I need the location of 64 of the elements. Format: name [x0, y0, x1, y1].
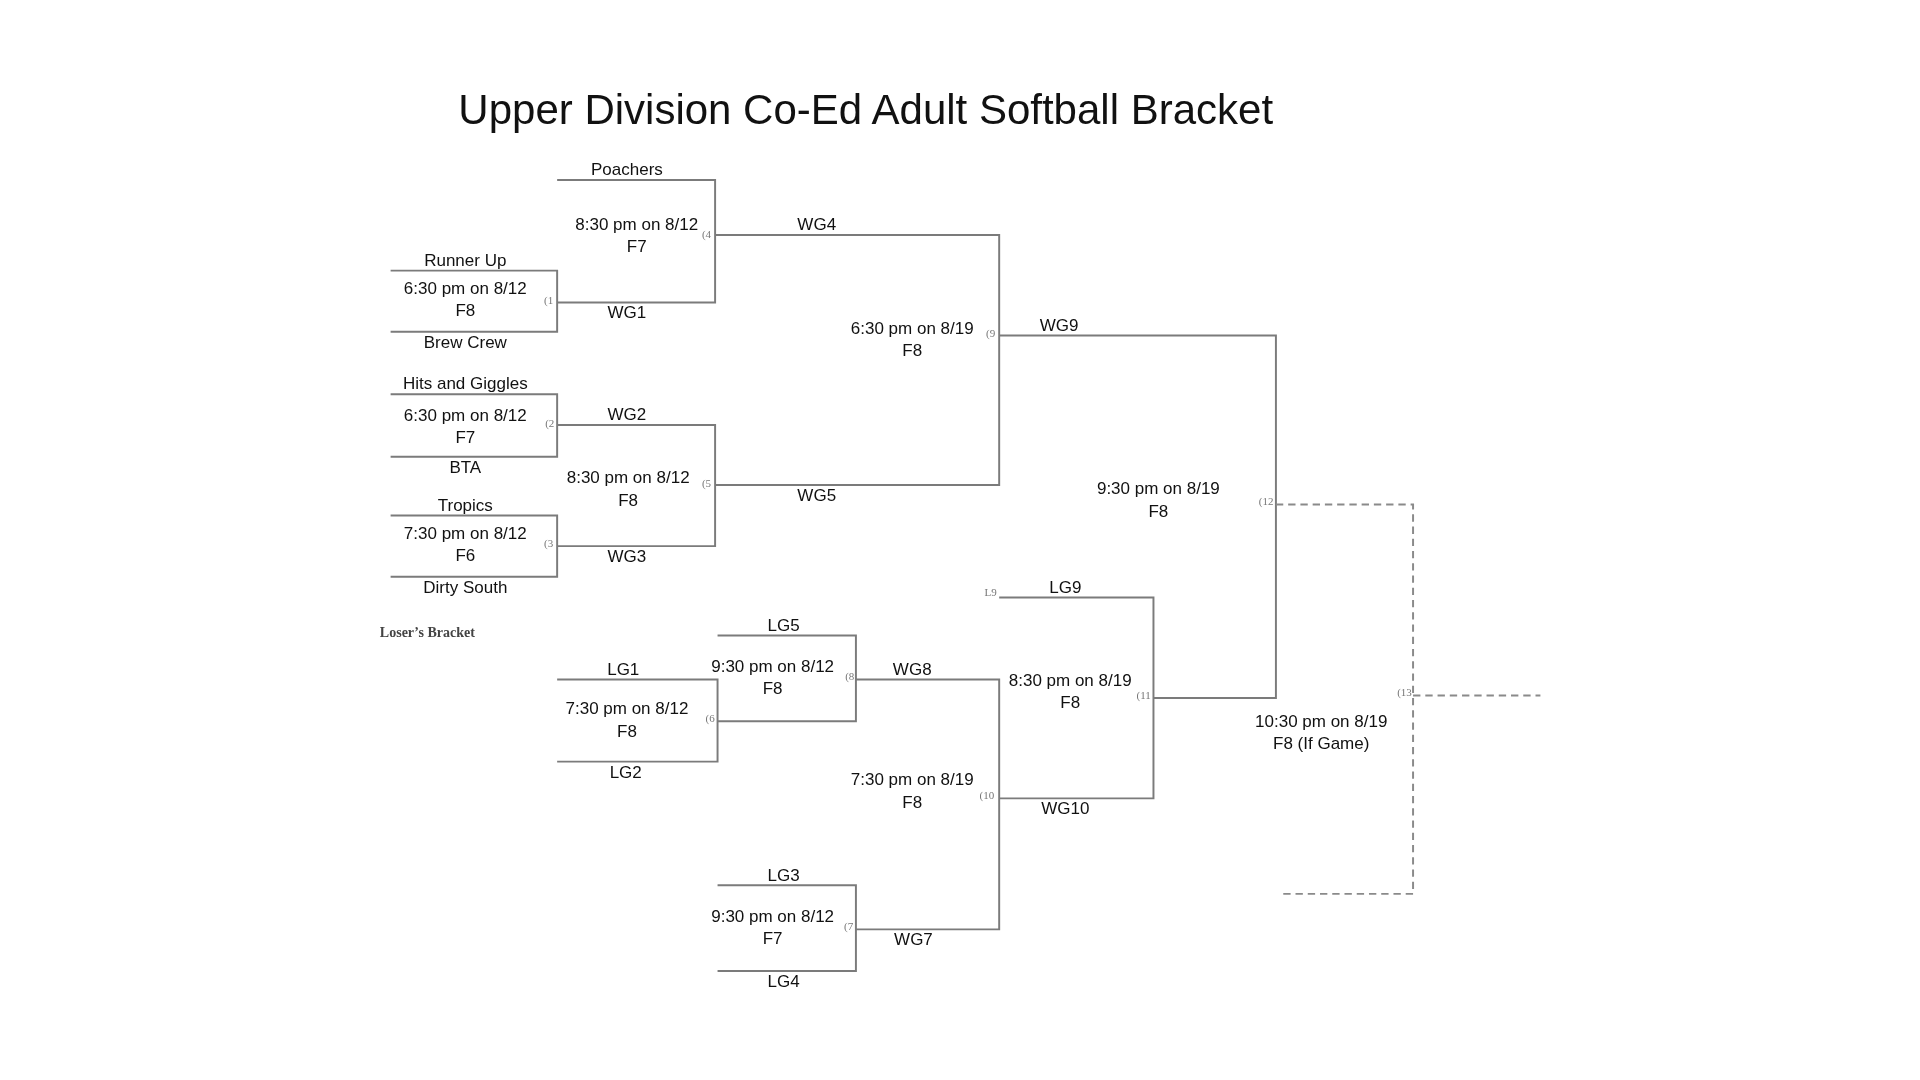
field-label: F8 — [1148, 502, 1169, 521]
field-label: F8 — [762, 680, 783, 699]
game-number: (1 — [544, 295, 554, 307]
winner-slot-label: WG3 — [607, 548, 647, 567]
team-name: Runner Up — [424, 251, 507, 270]
team-name: Tropics — [437, 496, 493, 515]
field-label: F8 — [902, 342, 923, 361]
loser-slot-label: LG9 — [1049, 578, 1082, 597]
field-label: F8 — [1060, 693, 1081, 712]
game-time: 10:30 pm on 8/19 — [1255, 713, 1388, 732]
game-number: (5 — [701, 477, 712, 490]
loser-slot-label: LG5 — [767, 616, 800, 635]
field-label: F8 (If Game) — [1273, 735, 1370, 754]
team-name: Hits and Giggles — [402, 375, 528, 394]
game-time: 7:30 pm on 8/12 — [565, 700, 689, 718]
game-number: (8 — [845, 671, 855, 683]
game-time: 7:30 pm on 8/19 — [850, 771, 974, 789]
game-number: (4 — [701, 229, 712, 241]
winner-slot-label: WG7 — [894, 931, 933, 950]
game-number: (2 — [545, 417, 555, 430]
field-label: F7 — [626, 238, 647, 257]
bracket-title: Upper Division Co-Ed Adult Softball Bracket — [458, 87, 1274, 134]
game-time: 9:30 pm on 8/19 — [1096, 479, 1220, 498]
field-label: F8 — [455, 302, 476, 320]
field-label: F7 — [455, 429, 476, 448]
field-label: F7 — [762, 930, 783, 949]
game-time: 6:30 pm on 8/12 — [403, 280, 527, 298]
field-label: F8 — [617, 723, 637, 742]
game-time: 8:30 pm on 8/19 — [1008, 671, 1132, 690]
winner-slot-label: WG4 — [797, 216, 837, 235]
game-number: (7 — [844, 921, 854, 933]
game-time: 9:30 pm on 8/12 — [711, 908, 835, 927]
team-name: Poachers — [591, 161, 663, 180]
winner-slot-label: WG9 — [1039, 316, 1079, 335]
team-name: Dirty South — [423, 578, 508, 597]
game-number: (11 — [1136, 689, 1151, 702]
team-name: Brew Crew — [423, 333, 507, 352]
loser-slot-label: LG1 — [607, 660, 640, 679]
loser-slot-label: LG2 — [609, 763, 642, 782]
field-label: F8 — [618, 491, 639, 510]
winner-slot-label: WG5 — [797, 487, 837, 505]
game-time: 9:30 pm on 8/12 — [711, 658, 835, 677]
game-number: (3 — [544, 537, 554, 550]
field-label: F8 — [902, 794, 923, 813]
game-time: 6:30 pm on 8/12 — [403, 407, 527, 426]
team-name: BTA — [449, 458, 482, 477]
game-time: 8:30 pm on 8/12 — [575, 216, 699, 235]
loser-slot-label: LG3 — [767, 866, 800, 885]
field-label: F6 — [455, 547, 476, 565]
game-time: 7:30 pm on 8/12 — [403, 524, 527, 543]
game-time: 8:30 pm on 8/12 — [566, 468, 690, 487]
game-number: (10 — [979, 790, 995, 802]
winner-slot-label: WG2 — [607, 406, 647, 424]
game-time: 6:30 pm on 8/19 — [850, 320, 974, 339]
loser-slot-label: LG4 — [767, 973, 800, 991]
winner-slot-label: WG10 — [1041, 800, 1090, 819]
winner-slot-label: WG1 — [607, 304, 647, 323]
game-number: L9 — [984, 586, 997, 599]
game-number: (9 — [986, 328, 996, 341]
game-number: (6 — [705, 713, 715, 725]
game-number: (12 — [1258, 496, 1274, 508]
winner-slot-label: WG8 — [892, 660, 932, 679]
section-heading: Loser’s Bracket — [379, 625, 475, 641]
game-number: (13 — [1397, 687, 1412, 699]
